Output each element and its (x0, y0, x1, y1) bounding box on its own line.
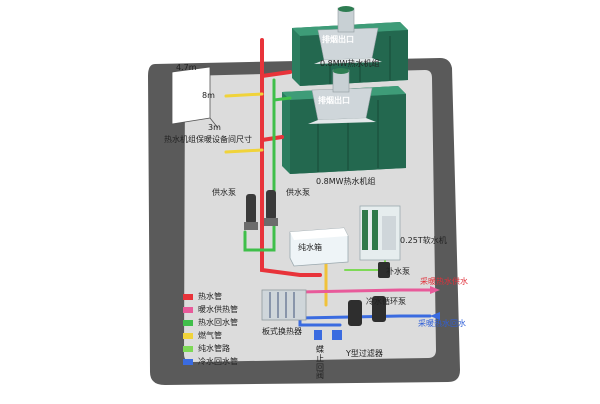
chimney-bottom (308, 68, 376, 124)
pipe-network (224, 38, 432, 327)
legend-label: 冷水回水管 (198, 357, 238, 366)
legend-swatch (183, 345, 193, 352)
legend-label: 热水回水管 (198, 318, 238, 327)
legend-item: 热水回水管 (183, 316, 238, 329)
hot-water-pipe-top (260, 70, 292, 78)
return-pipe (243, 78, 276, 252)
legend-swatch (183, 306, 193, 313)
check-valve (314, 330, 322, 340)
label-supply-pump-left: 供水泵 (212, 188, 236, 197)
label-supply-pump-right: 供水泵 (286, 188, 310, 197)
label-heating-return-in: 采暖热水回水 (418, 319, 466, 328)
gas-pipe-bottom (224, 148, 264, 154)
label-size-caption: 热水机组保暖设备间尺寸 (164, 135, 252, 144)
label-chimney-top: 排烟出口 (322, 35, 354, 44)
label-unit-top: 0.8MW热水机组 (320, 59, 380, 68)
legend-item: 冷水回水管 (183, 355, 238, 368)
hot-water-pipe-main (260, 38, 322, 277)
label-cold-pump: 冷水循环泵 (366, 297, 406, 306)
label-dim-height: 8m (202, 91, 215, 100)
room-size-box (171, 64, 219, 129)
supply-pump-left (244, 194, 258, 230)
supply-out-arrow (430, 286, 440, 294)
label-plate-hx: 板式换热器 (262, 327, 302, 336)
label-pure-tank: 纯水箱 (298, 243, 322, 252)
label-heating-supply-out: 采暖热水供水 (420, 277, 468, 286)
cold-return-pipe (298, 314, 432, 320)
legend-item: 纯水管路 (183, 342, 238, 355)
label-makeup-pump: 补水泵 (386, 267, 410, 276)
return-in-arrow (430, 312, 440, 320)
y-filter (332, 330, 342, 340)
heating-supply-pipe (298, 288, 432, 294)
label-unit-bottom: 0.8MW热水机组 (316, 177, 376, 186)
legend-label: 热水管 (198, 292, 222, 301)
legend-label: 纯水管路 (198, 344, 230, 353)
pure-water-tank (289, 227, 349, 267)
legend-label: 燃气管 (198, 331, 222, 340)
legend-swatch (183, 293, 193, 300)
supply-pump-right (264, 190, 278, 226)
legend-item: 热水管 (183, 290, 238, 303)
legend-swatch (183, 319, 193, 326)
return-pipe-branch (272, 96, 292, 102)
plate-heat-exchanger (261, 289, 307, 321)
softener-unit (359, 205, 401, 261)
legend-item: 燃气管 (183, 329, 238, 342)
label-check-valve: 蝶止回阀 (316, 345, 324, 381)
label-dim-width: 4.7m (176, 63, 197, 72)
legend-swatch (183, 358, 193, 365)
cold-circulation-pumps (348, 296, 386, 326)
label-y-filter: Y型过滤器 (346, 349, 383, 358)
legend-swatch (183, 332, 193, 339)
gas-pipe-top (224, 92, 264, 98)
makeup-pump (378, 262, 390, 278)
hot-water-pipe-bottom (260, 135, 284, 142)
legend-label: 暖水供热管 (198, 305, 238, 314)
label-chimney-bottom: 排烟出口 (318, 96, 350, 105)
label-dim-depth: 3m (208, 123, 221, 132)
pipe-legend: 热水管 暖水供热管 热水回水管 燃气管 纯水管路 冷水回水管 (183, 290, 238, 368)
legend-item: 暖水供热管 (183, 303, 238, 316)
label-softener: 0.25T软水机 (400, 236, 447, 245)
chimney-top (314, 6, 382, 64)
